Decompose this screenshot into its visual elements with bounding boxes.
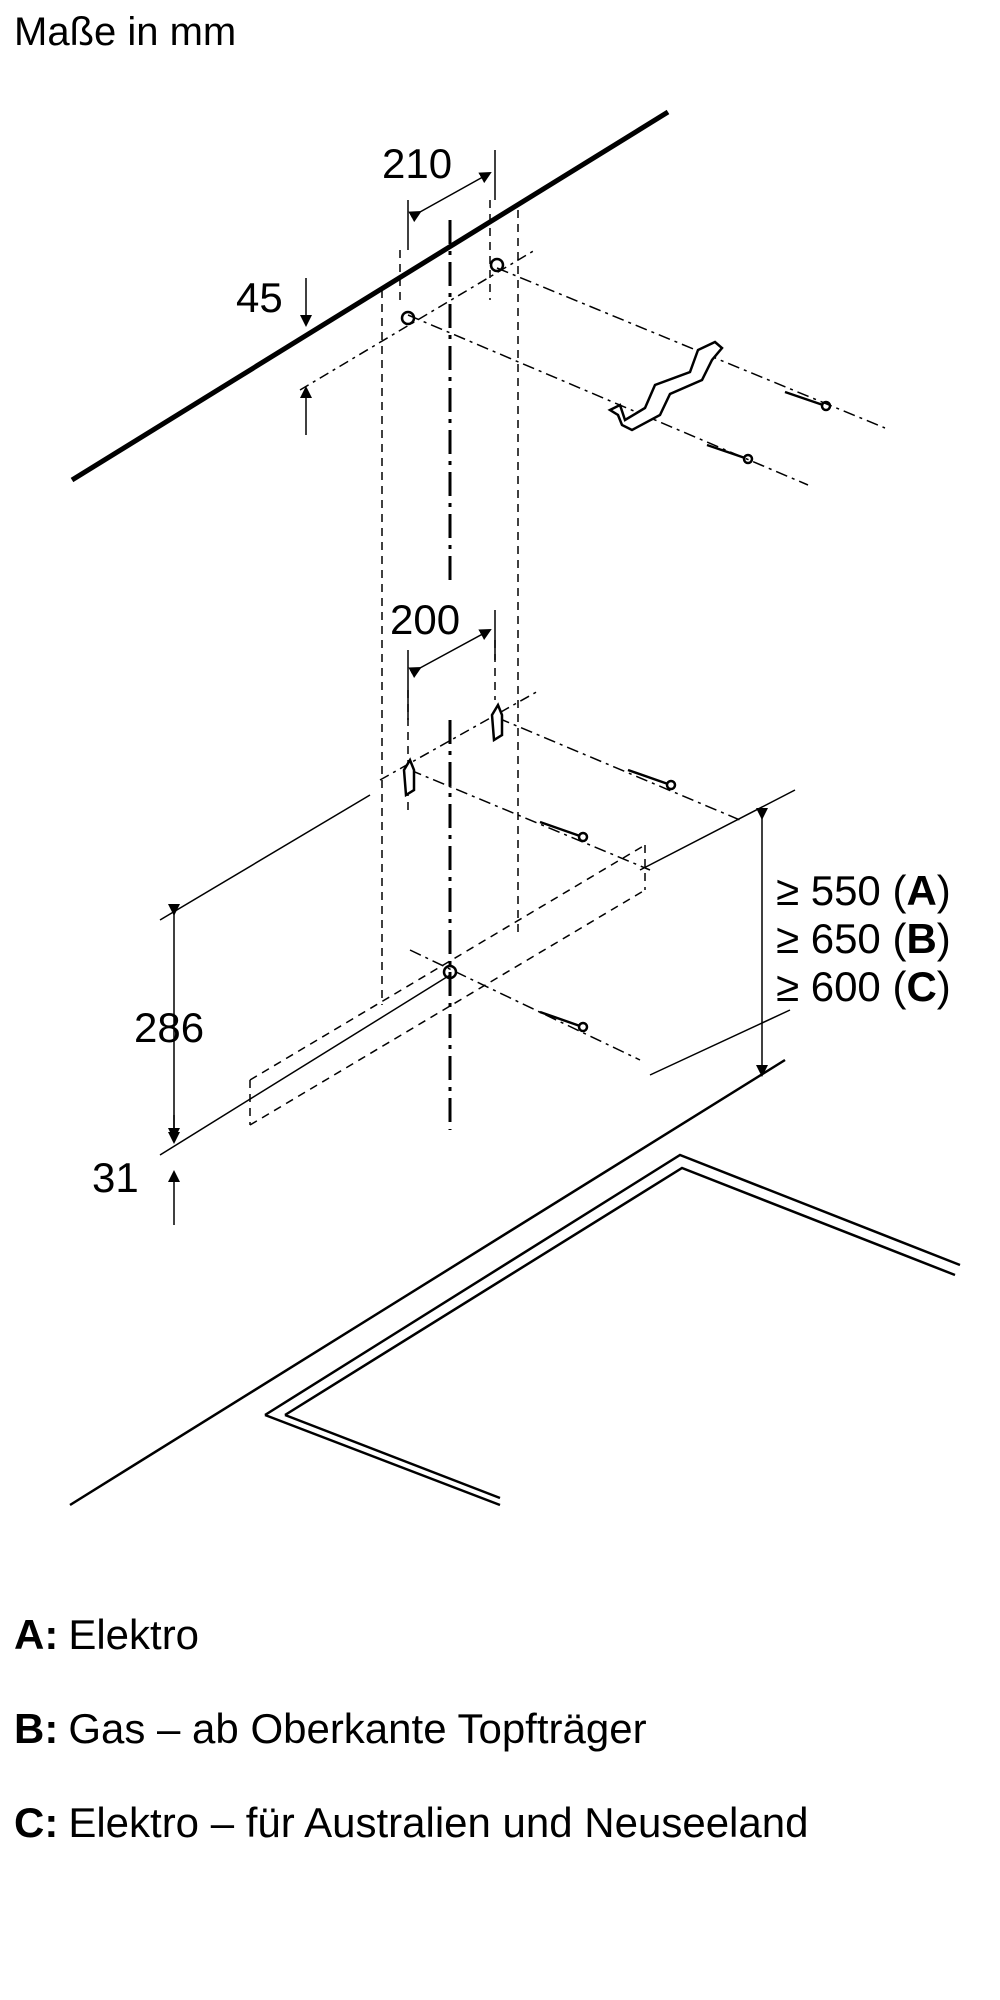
lower-hole	[442, 964, 458, 980]
legend-text: Elektro – für Australien und Neuseeland	[68, 1799, 809, 1846]
lower-guides	[159, 789, 796, 1156]
legend-text: Elektro	[68, 1611, 200, 1658]
legend-key: C:	[14, 1799, 59, 1846]
ceiling-line	[70, 109, 670, 483]
legend: A:Elektro B:Gas – ab Oberkante Topfträge…	[14, 1610, 984, 1892]
dimension-200-label: 200	[390, 596, 460, 643]
height-rule-a: ≥ 550 (A)	[776, 867, 951, 914]
vertical-guides	[381, 210, 519, 1130]
hook-left	[402, 757, 416, 798]
dimension-210-label: 210	[382, 140, 452, 187]
screw-middle-2	[539, 820, 589, 843]
screw-middle-1	[627, 768, 677, 791]
top-mounting-guides	[299, 200, 886, 486]
page-title: Maße in mm	[14, 10, 237, 54]
mounting-bracket	[607, 340, 724, 432]
dimension-286-label: 286	[134, 1004, 204, 1051]
hook-right	[490, 702, 504, 743]
height-rule-b: ≥ 650 (B)	[776, 915, 951, 962]
legend-text: Gas – ab Oberkante Topfträger	[68, 1705, 647, 1752]
top-hole-right	[489, 257, 505, 273]
screw-top-1	[784, 390, 832, 412]
screw-top-2	[706, 443, 754, 465]
installation-diagram: 210 45 200 286 31 ≥ 550 (A) ≥ 650 (B) ≥ …	[69, 109, 961, 1507]
middle-mounting-guides	[379, 640, 741, 871]
legend-item-a: A:Elektro	[14, 1610, 984, 1704]
dimension-45-label: 45	[236, 274, 283, 321]
legend-key: B:	[14, 1705, 59, 1752]
dimension-210	[407, 150, 496, 250]
top-hole-left	[400, 310, 416, 326]
dimension-200	[407, 610, 496, 720]
dimension-31-label: 31	[92, 1154, 139, 1201]
legend-key: A:	[14, 1611, 59, 1658]
cooktop	[69, 1058, 961, 1507]
screw-lower	[539, 1010, 589, 1033]
hood-outline	[249, 844, 646, 1126]
legend-item-c: C:Elektro – für Australien und Neuseelan…	[14, 1798, 984, 1892]
height-rule-c: ≥ 600 (C)	[776, 963, 951, 1010]
legend-item-b: B:Gas – ab Oberkante Topfträger	[14, 1704, 984, 1798]
